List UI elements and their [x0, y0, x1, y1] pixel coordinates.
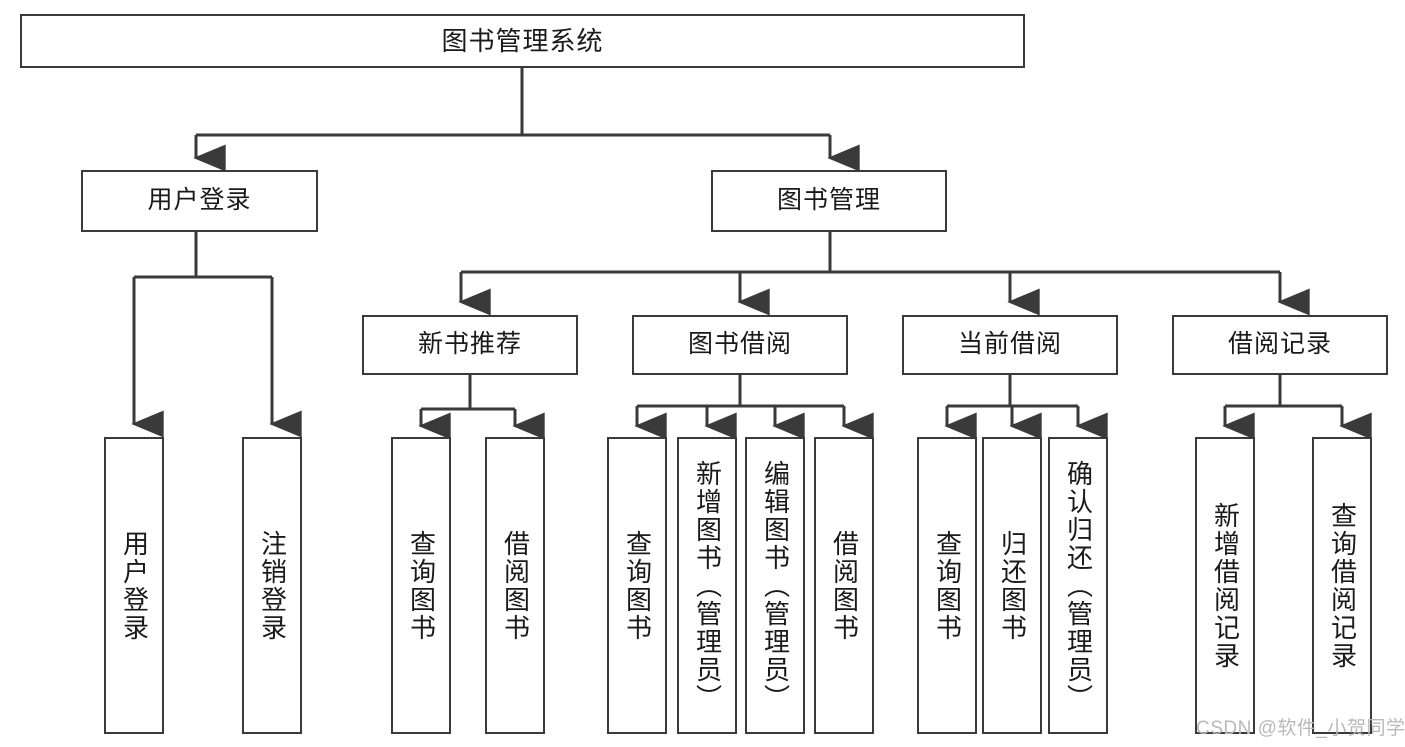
- leaf-add-borrow-record[interactable]: 新增借阅记录: [1195, 437, 1255, 734]
- leaf-borrow-book-rec[interactable]: 借阅图书: [485, 437, 545, 734]
- node-current-borrow[interactable]: 当前借阅: [902, 315, 1118, 375]
- node-root[interactable]: 图书管理系统: [20, 14, 1025, 68]
- leaf-add-book-admin[interactable]: 新增图书（管理员）: [677, 437, 737, 734]
- leaf-query-book-borrow[interactable]: 查询图书: [607, 437, 667, 734]
- node-book-borrow-label: 图书借阅: [687, 330, 792, 359]
- node-new-book-rec-label: 新书推荐: [417, 330, 522, 359]
- node-user-login[interactable]: 用户登录: [81, 170, 318, 232]
- leaf-query-borrow-record[interactable]: 查询借阅记录: [1312, 437, 1372, 734]
- node-borrow-record[interactable]: 借阅记录: [1172, 315, 1388, 375]
- leaf-user-login[interactable]: 用户登录: [104, 437, 164, 734]
- leaf-confirm-return-admin[interactable]: 确认归还（管理员）: [1048, 437, 1108, 734]
- node-book-manage-label: 图书管理: [776, 186, 881, 215]
- leaf-borrow-book-rec-label: 借阅图书: [500, 529, 531, 642]
- leaf-logout[interactable]: 注销登录: [242, 437, 302, 734]
- leaf-return-book[interactable]: 归还图书: [982, 437, 1042, 734]
- leaf-query-book-borrow-label: 查询图书: [622, 529, 653, 642]
- leaf-add-borrow-record-label: 新增借阅记录: [1210, 501, 1241, 670]
- node-root-label: 图书管理系统: [441, 25, 604, 56]
- node-book-borrow[interactable]: 图书借阅: [632, 315, 848, 375]
- leaf-borrow-book-label: 借阅图书: [829, 529, 860, 642]
- node-new-book-rec[interactable]: 新书推荐: [362, 315, 578, 375]
- leaf-return-book-label: 归还图书: [997, 529, 1028, 642]
- leaf-query-book-rec-label: 查询图书: [406, 529, 437, 642]
- node-book-manage[interactable]: 图书管理: [711, 170, 947, 232]
- csdn-watermark: CSDN @软件_小贺同学: [1196, 718, 1405, 739]
- leaf-query-borrow-record-label: 查询借阅记录: [1327, 501, 1358, 670]
- leaf-edit-book-admin-label: 编辑图书（管理员）: [760, 459, 791, 712]
- node-current-borrow-label: 当前借阅: [957, 330, 1062, 359]
- node-user-login-label: 用户登录: [147, 186, 252, 215]
- leaf-query-book-rec[interactable]: 查询图书: [391, 437, 451, 734]
- leaf-query-book-current[interactable]: 查询图书: [917, 437, 977, 734]
- leaf-user-login-label: 用户登录: [119, 529, 150, 642]
- leaf-logout-label: 注销登录: [257, 529, 288, 642]
- leaf-borrow-book[interactable]: 借阅图书: [814, 437, 874, 734]
- node-borrow-record-label: 借阅记录: [1227, 330, 1332, 359]
- leaf-add-book-admin-label: 新增图书（管理员）: [692, 459, 723, 712]
- leaf-query-book-current-label: 查询图书: [932, 529, 963, 642]
- leaf-confirm-return-admin-label: 确认归还（管理员）: [1063, 459, 1094, 712]
- leaf-edit-book-admin[interactable]: 编辑图书（管理员）: [745, 437, 805, 734]
